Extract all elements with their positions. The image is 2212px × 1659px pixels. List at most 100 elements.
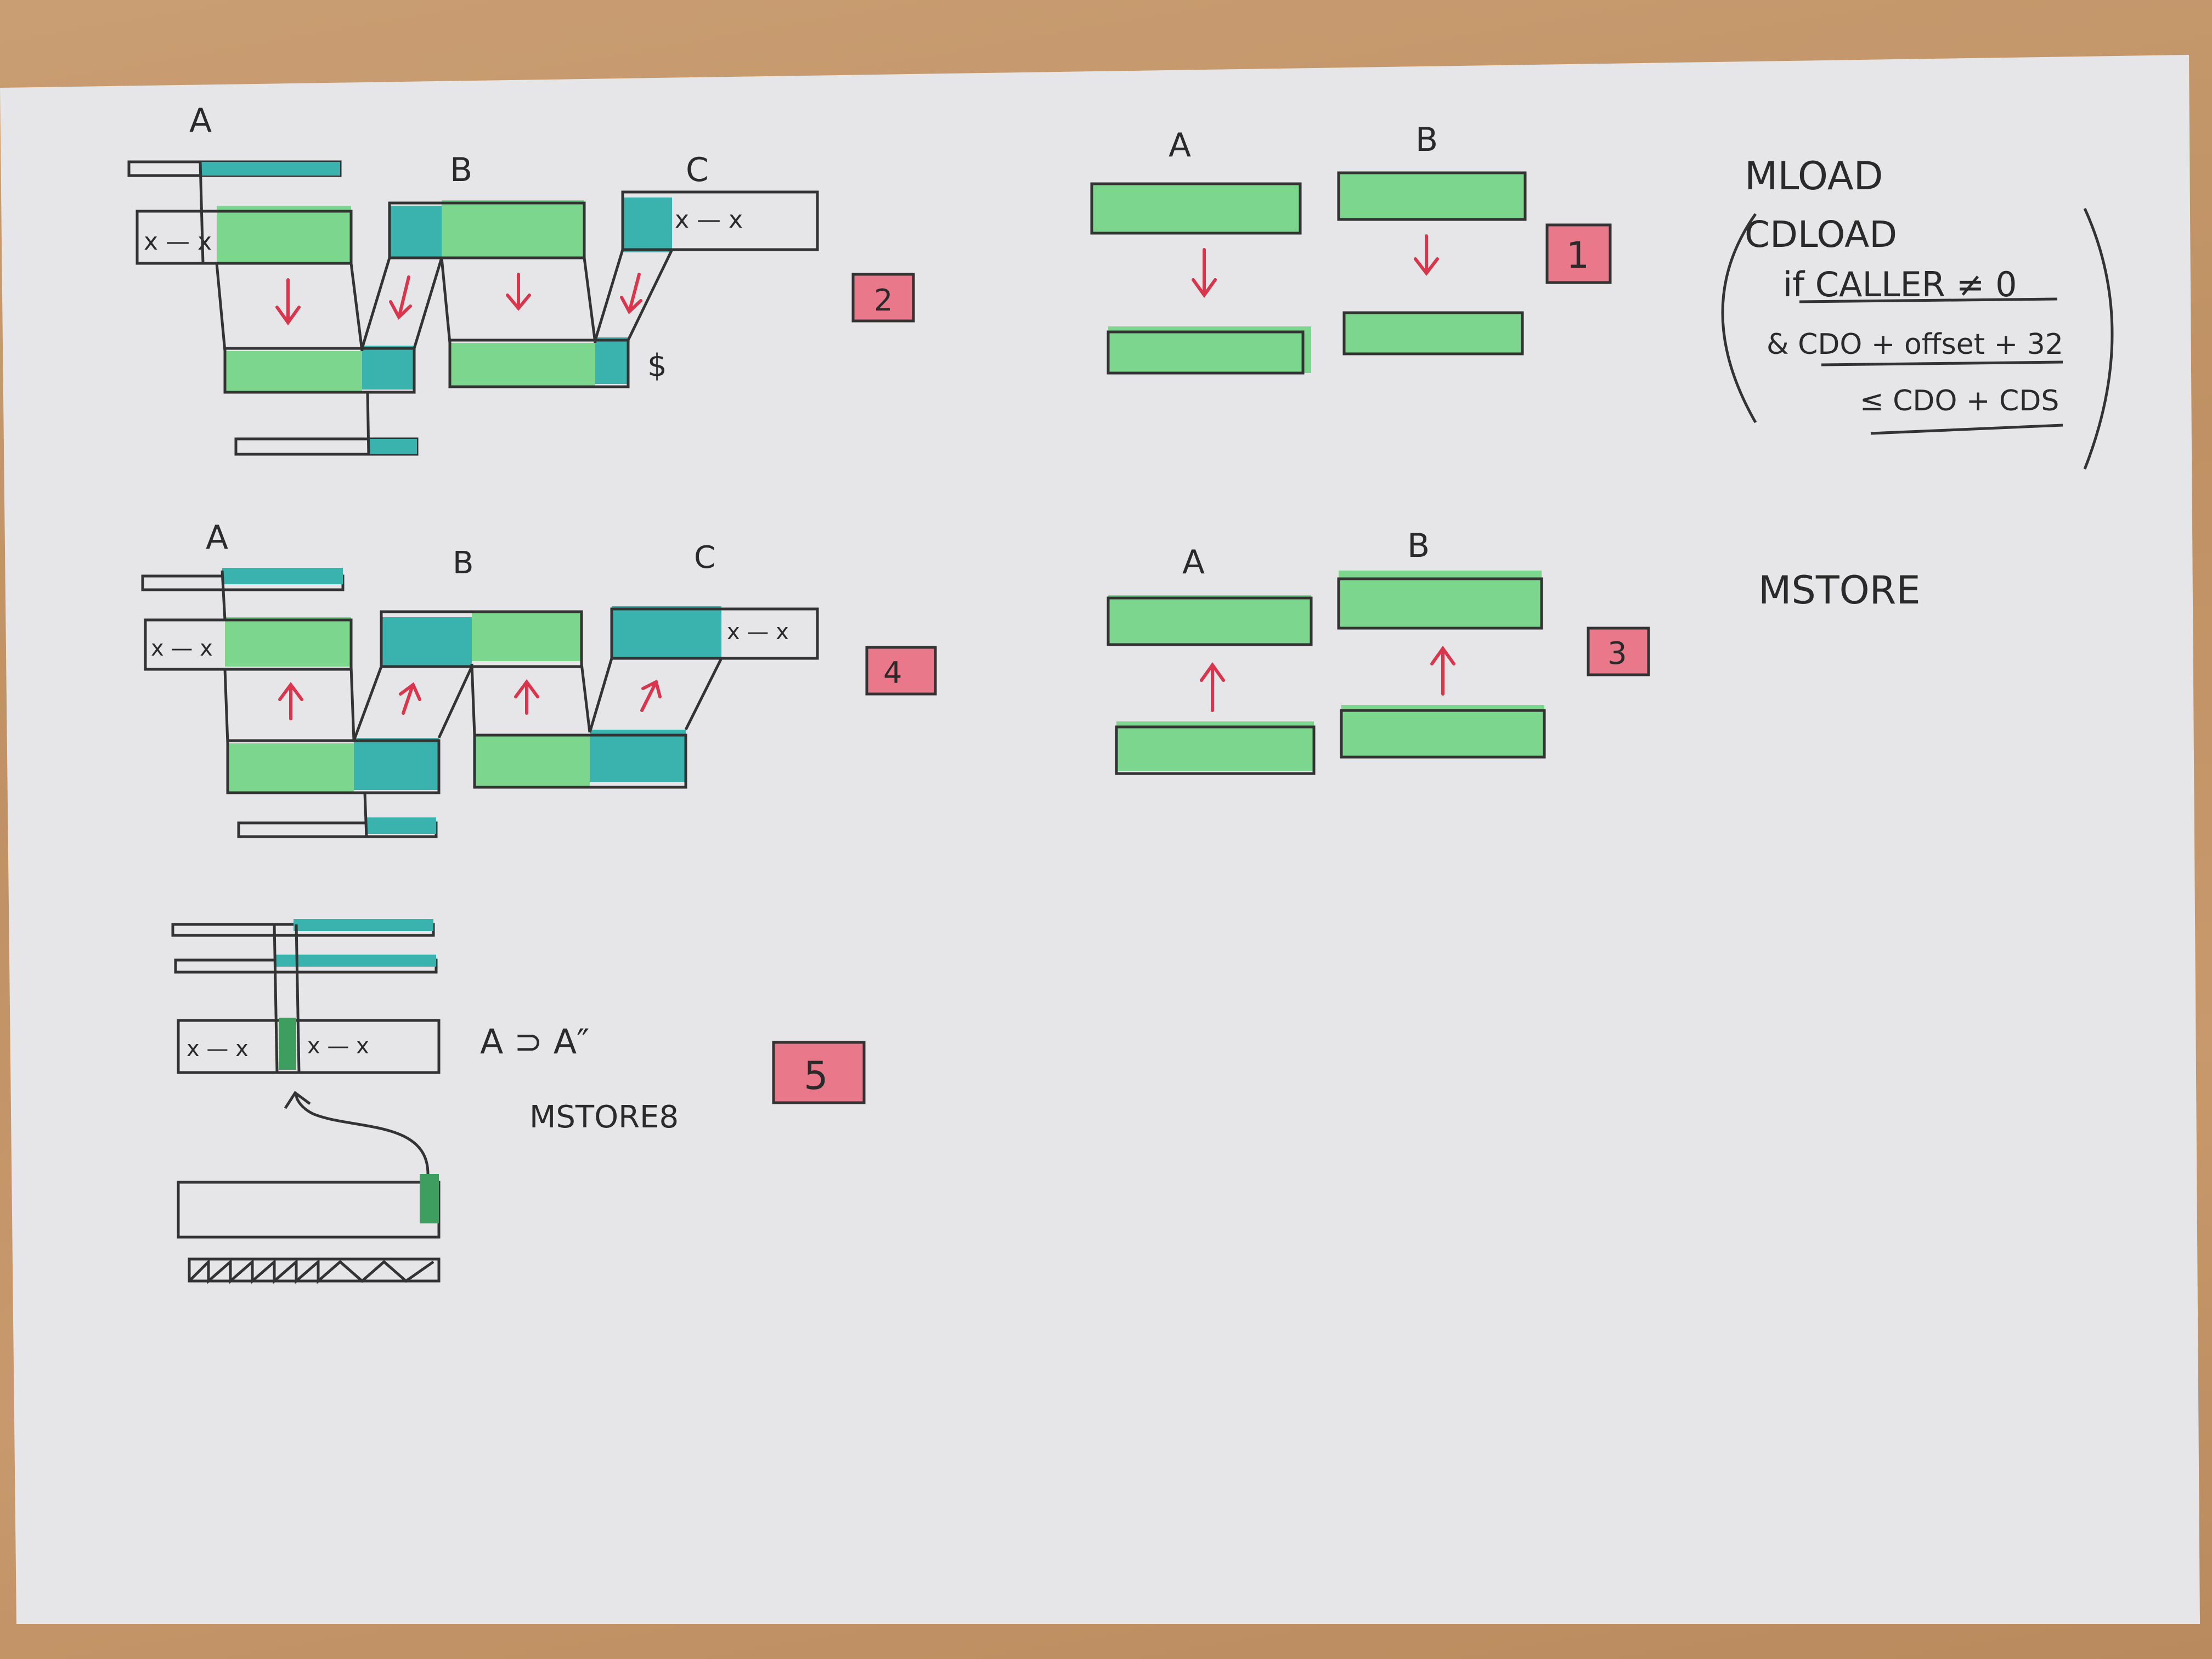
diagram-4-number-box: [865, 646, 937, 696]
diagram-2: A B C x — x x — x $: [127, 101, 915, 456]
diagram-3-top-a-box: [1107, 596, 1313, 646]
note-condition-2: & CDO + offset + 32: [1767, 328, 2063, 361]
diagram-4-bottom-b-fill: [475, 735, 590, 787]
down-arrow: [1414, 234, 1439, 276]
diagram-1-top-b-box: [1337, 171, 1527, 221]
diagram-5-number-box: [772, 1041, 866, 1104]
diagram-4-bottom-teal-2: [590, 730, 686, 782]
diagram-1-label-b: B: [1415, 121, 1438, 159]
note-mstore: MSTORE: [1758, 568, 1921, 613]
diagram-3-number-box: [1587, 627, 1650, 676]
diagram-1-label-a: A: [1169, 126, 1191, 165]
diagram-3: A B 3: [1107, 527, 1650, 775]
diagram-1-bottom-a-box: [1107, 330, 1305, 375]
diagram-4-top-row-box: [144, 618, 353, 671]
diagram-3-bottom-b: [1341, 705, 1544, 757]
note-cdload: CDLOAD: [1745, 213, 1897, 256]
diagram-5: x — x x — x A ⊃ A″ MSTORE8 5: [171, 919, 866, 1284]
diagram-2-top-a-fill: [217, 206, 351, 263]
left-paren: [1721, 213, 1757, 424]
note-mload: MLOAD: [1745, 154, 1883, 199]
diagram-5-hatch: [188, 1258, 435, 1284]
diagram-5-thin-fill-2: [274, 955, 436, 967]
up-arrow: [1430, 645, 1455, 696]
diagram-1-bottom-b: [1344, 313, 1522, 354]
paper-sheet: [0, 55, 2200, 1624]
diagram-2-range-left: x — x: [144, 228, 212, 256]
note-condition-1: if CALLER ≠ 0: [1783, 264, 2017, 304]
diagram-1-number-box: [1545, 223, 1612, 284]
diagram-4-connector: [588, 658, 613, 733]
up-arrow: [278, 681, 303, 720]
diagram-4-top-a-fill: [225, 617, 351, 667]
down-arrow: [275, 278, 301, 326]
diagram-4-top-b-teal: [381, 617, 472, 667]
diagram-1-number: 1: [1566, 234, 1589, 276]
diagram-5-curve-arrow: [284, 1091, 430, 1175]
diagram-3-label-a: A: [1182, 543, 1205, 582]
diagram-2-top-b-teal: [390, 206, 442, 258]
diagram-2-bottom-b-fill: [450, 343, 595, 387]
diagram-1-top-b: [1339, 173, 1525, 219]
diagram-1-top-a: [1092, 184, 1300, 233]
diagram-2-bottom-a-fill: [225, 351, 362, 392]
diagram-4-bottom-teal-1: [354, 738, 439, 790]
diagram-2-bottom-teal-2: [595, 337, 628, 384]
diagram-2-top-b-fill: [442, 200, 584, 258]
diagram-2-top-c-box: [621, 190, 819, 251]
diagram-2-bottom-a-box: [223, 347, 416, 394]
diagram-2-connector: [594, 249, 624, 341]
diagram-3-top-a: [1108, 595, 1311, 645]
diagram-1: A B 1: [1090, 121, 1612, 375]
diagram-4-top-b-fill: [472, 612, 582, 661]
diagram-5-divider: [295, 924, 301, 1073]
down-arrow: [620, 273, 642, 314]
diagram-2-label-b: B: [450, 151, 472, 189]
diagram-4-connector: [363, 792, 368, 837]
diagram-2-bottom-teal-1: [362, 346, 414, 390]
diagram-5-divider: [273, 924, 279, 1073]
down-arrow: [1192, 248, 1217, 298]
diagram-2-range-right: x — x: [675, 206, 743, 234]
diagram-2-bottom-thin-fill: [368, 439, 417, 454]
diagram-2-connector: [440, 257, 452, 343]
diagram-2-connector: [366, 392, 370, 456]
diagram-2-connector: [583, 257, 597, 343]
diagram-2-connector: [215, 263, 227, 352]
diagram-4-connector: [580, 663, 591, 733]
diagram-4-label-c: C: [694, 540, 715, 575]
diagram-4-connector: [470, 663, 476, 736]
diagram-2-bottom-b-box: [448, 338, 630, 388]
down-arrow: [389, 275, 412, 320]
diagram-2-connector: [627, 249, 674, 341]
diagram-1-bottom-b-box: [1342, 311, 1524, 356]
diagram-5-memory-box: [177, 1019, 441, 1074]
right-paren: [2083, 207, 2114, 470]
diagram-3-bottom-a-box: [1115, 725, 1316, 775]
diagram-4-top-thin-fill: [222, 568, 343, 584]
up-arrow: [640, 679, 662, 712]
diagram-2-top-c-teal: [623, 198, 672, 252]
diagram-3-bottom-a: [1116, 721, 1314, 771]
diagram-4-top-c-teal: [612, 606, 721, 658]
diagram-2-top-thin-fill: [200, 162, 340, 176]
diagram-4-bottom-a-fill: [228, 743, 354, 793]
diagram-4-connector: [352, 666, 383, 741]
diagram-4-bottom-a-box: [226, 739, 441, 794]
diagram-4-bottom-b-box: [473, 733, 687, 789]
note-condition-3: ≤ CDO + CDS: [1860, 385, 2059, 417]
diagram-3-top-b-box: [1337, 577, 1543, 630]
diagram-5-label-a: A ⊃ A″: [480, 1022, 589, 1062]
diagram-2-connector: [413, 257, 443, 349]
diagram-4-top-b-box: [380, 610, 583, 668]
diagram-4: A B C x — x x — x: [141, 518, 937, 838]
diagram-2-dollar: $: [647, 348, 667, 383]
up-arrow: [1200, 662, 1225, 712]
diagram-2-label-a: A: [189, 101, 212, 140]
diagram-5-range-left: x — x: [187, 1036, 249, 1062]
diagram-5-op: MSTORE8: [529, 1099, 679, 1135]
diagram-4-connector: [684, 657, 723, 731]
diagram-2-top-b-box: [388, 201, 586, 259]
diagram-5-byte-hatched: [279, 1018, 296, 1070]
